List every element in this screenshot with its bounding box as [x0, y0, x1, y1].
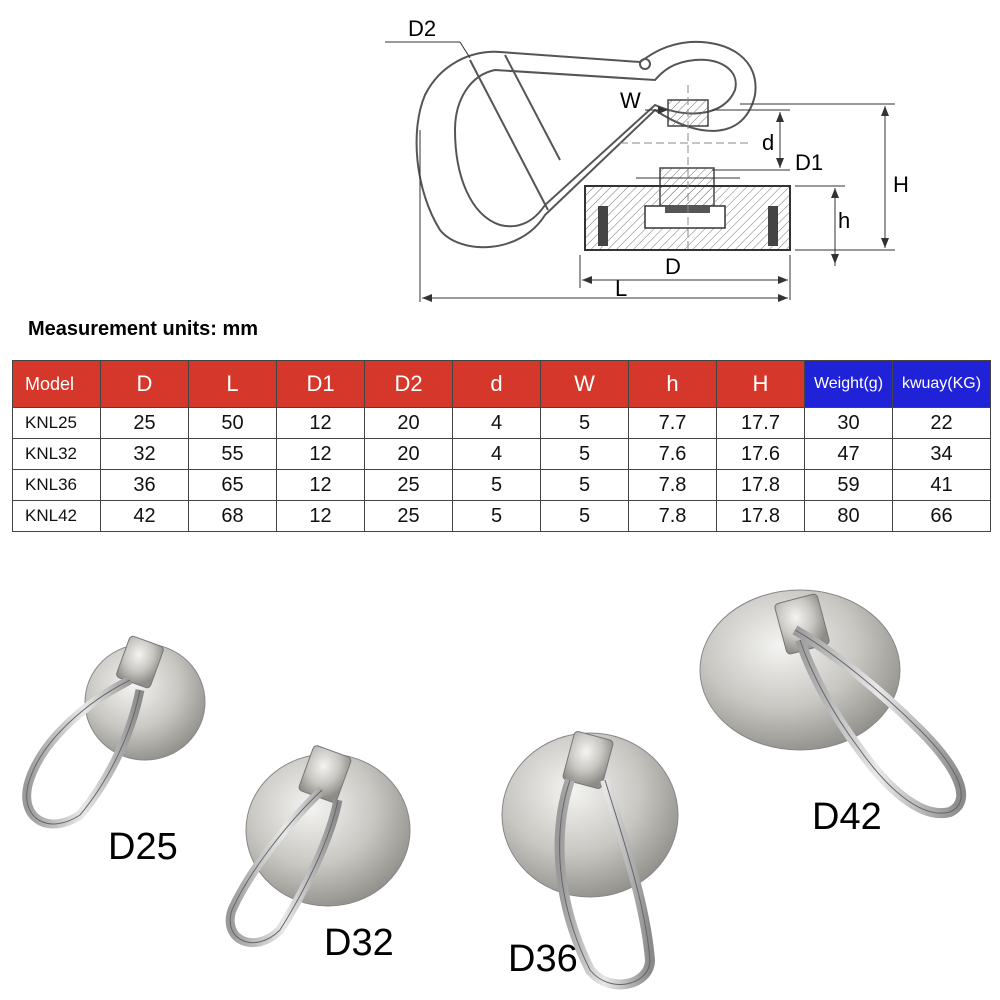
header-W: W	[540, 360, 629, 408]
table-cell: 7.7	[628, 407, 717, 439]
table-cell: 5	[452, 500, 541, 532]
table-cell: 55	[188, 438, 277, 470]
table-cell: 17.8	[716, 469, 805, 501]
spec-table: Model D L D1 D2 d W h H Weight(g) kwuay(…	[12, 360, 991, 532]
header-D2: D2	[364, 360, 453, 408]
table-cell: 17.8	[716, 500, 805, 532]
product-d25-image	[22, 635, 206, 829]
table-cell: 25	[364, 500, 453, 532]
table-cell: 12	[276, 469, 365, 501]
product-photos	[22, 589, 967, 990]
table-cell: KNL42	[12, 500, 101, 532]
table-cell: 59	[804, 469, 893, 501]
technical-drawing: D2 W d D1 H h D L	[385, 16, 909, 302]
table-cell: 22	[892, 407, 991, 439]
label-d: d	[762, 130, 774, 155]
header-weight: Weight(g)	[804, 360, 893, 408]
table-cell: 25	[364, 469, 453, 501]
table-cell: 30	[804, 407, 893, 439]
product-label-d42: D42	[812, 796, 882, 838]
table-cell: 5	[540, 407, 629, 439]
table-cell: 7.8	[628, 500, 717, 532]
table-cell: 68	[188, 500, 277, 532]
table-row: KNL32 32 55 12 20 4 5 7.6 17.6 47 34	[12, 438, 991, 470]
table-cell: 36	[100, 469, 189, 501]
table-cell: 65	[188, 469, 277, 501]
table-cell: 42	[100, 500, 189, 532]
table-cell: 25	[100, 407, 189, 439]
table-cell: 20	[364, 407, 453, 439]
product-label-d32: D32	[324, 922, 394, 964]
table-cell: 12	[276, 438, 365, 470]
table-cell: 66	[892, 500, 991, 532]
header-H: H	[716, 360, 805, 408]
carabiner-outline	[415, 40, 757, 249]
product-label-d25: D25	[108, 826, 178, 868]
header-D: D	[100, 360, 189, 408]
table-row: KNL25 25 50 12 20 4 5 7.7 17.7 30 22	[12, 407, 991, 439]
header-D1: D1	[276, 360, 365, 408]
table-cell: 17.7	[716, 407, 805, 439]
table-cell: KNL36	[12, 469, 101, 501]
table-cell: 5	[452, 469, 541, 501]
label-D2: D2	[408, 16, 436, 41]
label-h: h	[838, 208, 850, 233]
header-d: d	[452, 360, 541, 408]
table-cell: 7.8	[628, 469, 717, 501]
label-H: H	[893, 172, 909, 197]
label-D1: D1	[795, 150, 823, 175]
product-d32-image	[225, 745, 411, 948]
table-cell: 47	[804, 438, 893, 470]
label-D: D	[665, 254, 681, 279]
table-cell: 80	[804, 500, 893, 532]
table-cell: 12	[276, 500, 365, 532]
table-cell: 41	[892, 469, 991, 501]
product-d42-image	[699, 589, 967, 819]
table-cell: 32	[100, 438, 189, 470]
table-cell: 12	[276, 407, 365, 439]
table-row: KNL42 42 68 12 25 5 5 7.8 17.8 80 66	[12, 500, 991, 532]
header-L: L	[188, 360, 277, 408]
table-cell: 4	[452, 438, 541, 470]
label-W: W	[620, 88, 641, 113]
table-cell: 34	[892, 438, 991, 470]
table-cell: 5	[540, 438, 629, 470]
table-cell: 5	[540, 500, 629, 532]
table-header-row: Model D L D1 D2 d W h H Weight(g) kwuay(…	[12, 360, 991, 408]
table-cell: 50	[188, 407, 277, 439]
product-d36-image	[501, 731, 679, 990]
table-cell: 4	[452, 407, 541, 439]
table-cell: 17.6	[716, 438, 805, 470]
table-row: KNL36 36 65 12 25 5 5 7.8 17.8 59 41	[12, 469, 991, 501]
header-model: Model	[12, 360, 101, 408]
header-h: h	[628, 360, 717, 408]
table-cell: KNL25	[12, 407, 101, 439]
header-capacity: kwuay(KG)	[892, 360, 991, 408]
table-cell: KNL32	[12, 438, 101, 470]
table-cell: 20	[364, 438, 453, 470]
table-cell: 5	[540, 469, 629, 501]
measurement-units: Measurement units: mm	[28, 318, 259, 340]
label-L: L	[615, 276, 627, 301]
product-label-d36: D36	[508, 938, 578, 980]
table-cell: 7.6	[628, 438, 717, 470]
